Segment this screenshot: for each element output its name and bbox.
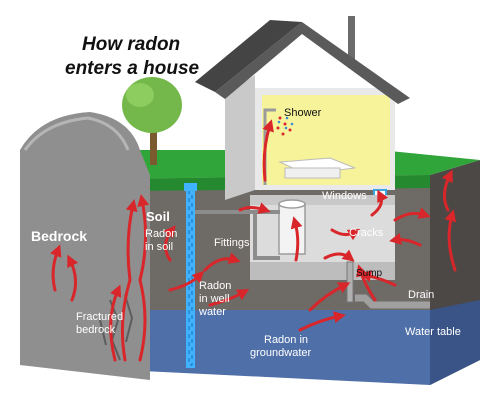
label-radon-well-2: in well (199, 293, 230, 305)
title-line-1: How radon (82, 34, 180, 55)
label-cracks: Cracks (349, 227, 384, 239)
label-fittings: Fittings (214, 237, 250, 249)
fracture-lines (99, 294, 134, 361)
title-line-2: enters a house (65, 58, 200, 79)
label-bedrock: Bedrock (31, 228, 87, 244)
water-heater (278, 203, 306, 255)
roof-side (195, 20, 302, 92)
label-radon-in-soil-1: Radon (145, 228, 177, 240)
sump-pipe (346, 261, 354, 303)
label-windows: Windows (322, 190, 367, 202)
label-groundwater-2: groundwater (250, 347, 311, 359)
label-soil: Soil (146, 209, 170, 224)
chimney (348, 16, 355, 68)
bedrock-outcrop (20, 112, 150, 380)
label-drain: Drain (408, 289, 434, 301)
label-fractured-1: Fractured (76, 311, 123, 323)
label-groundwater-1: Radon in (264, 334, 308, 346)
roof (215, 22, 410, 104)
tree-highlight (126, 83, 154, 107)
well-pipe (186, 188, 195, 368)
bathtub-front (284, 167, 341, 179)
label-sump: Sump (356, 268, 383, 279)
water-heater-top (278, 199, 306, 209)
drain-pipe (355, 294, 430, 309)
shower-radon-dots (276, 116, 292, 136)
house-side-wall (225, 75, 255, 200)
label-radon-in-soil-2: in soil (145, 241, 173, 253)
label-radon-well-3: water (198, 306, 226, 318)
groundwater-side (430, 300, 480, 385)
shower-water-dots (277, 116, 294, 130)
label-radon-well-1: Radon (199, 280, 231, 292)
tree-canopy (122, 77, 182, 133)
fittings-pipe-down (253, 212, 280, 260)
well-cap (184, 183, 197, 191)
label-water-table: Water table (405, 326, 461, 338)
label-fractured-2: bedrock (76, 324, 116, 336)
radon-arrows (50, 119, 457, 362)
label-shower: Shower (284, 107, 322, 119)
bedrock-highlight (23, 116, 130, 151)
tree-trunk (150, 120, 157, 165)
